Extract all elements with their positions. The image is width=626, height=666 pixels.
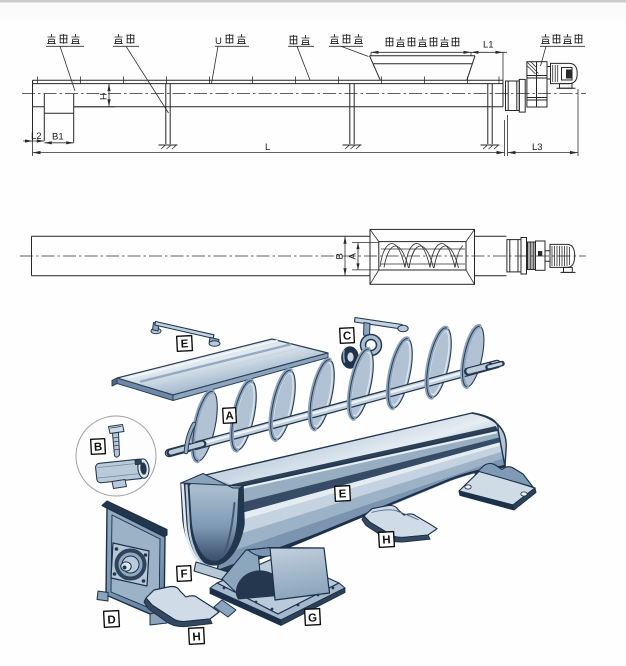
svg-text:L: L — [265, 142, 270, 153]
svg-text:B: B — [335, 253, 346, 259]
svg-text:H: H — [192, 631, 201, 643]
svg-text:A: A — [348, 253, 359, 260]
svg-text:U: U — [215, 36, 222, 47]
svg-text:B: B — [94, 441, 103, 453]
svg-text:D: D — [107, 614, 116, 626]
svg-text:E: E — [338, 488, 347, 500]
svg-text:C: C — [343, 330, 352, 342]
svg-text:L2: L2 — [31, 131, 42, 142]
svg-text:E: E — [180, 338, 189, 350]
svg-text:L1: L1 — [483, 40, 494, 51]
svg-text:B1: B1 — [52, 132, 64, 143]
svg-text:A: A — [225, 410, 234, 422]
svg-text:H: H — [99, 93, 110, 100]
svg-text:F: F — [180, 568, 188, 580]
svg-text:G: G — [308, 612, 318, 624]
svg-text:L3: L3 — [532, 142, 543, 153]
svg-text:H: H — [382, 534, 391, 546]
